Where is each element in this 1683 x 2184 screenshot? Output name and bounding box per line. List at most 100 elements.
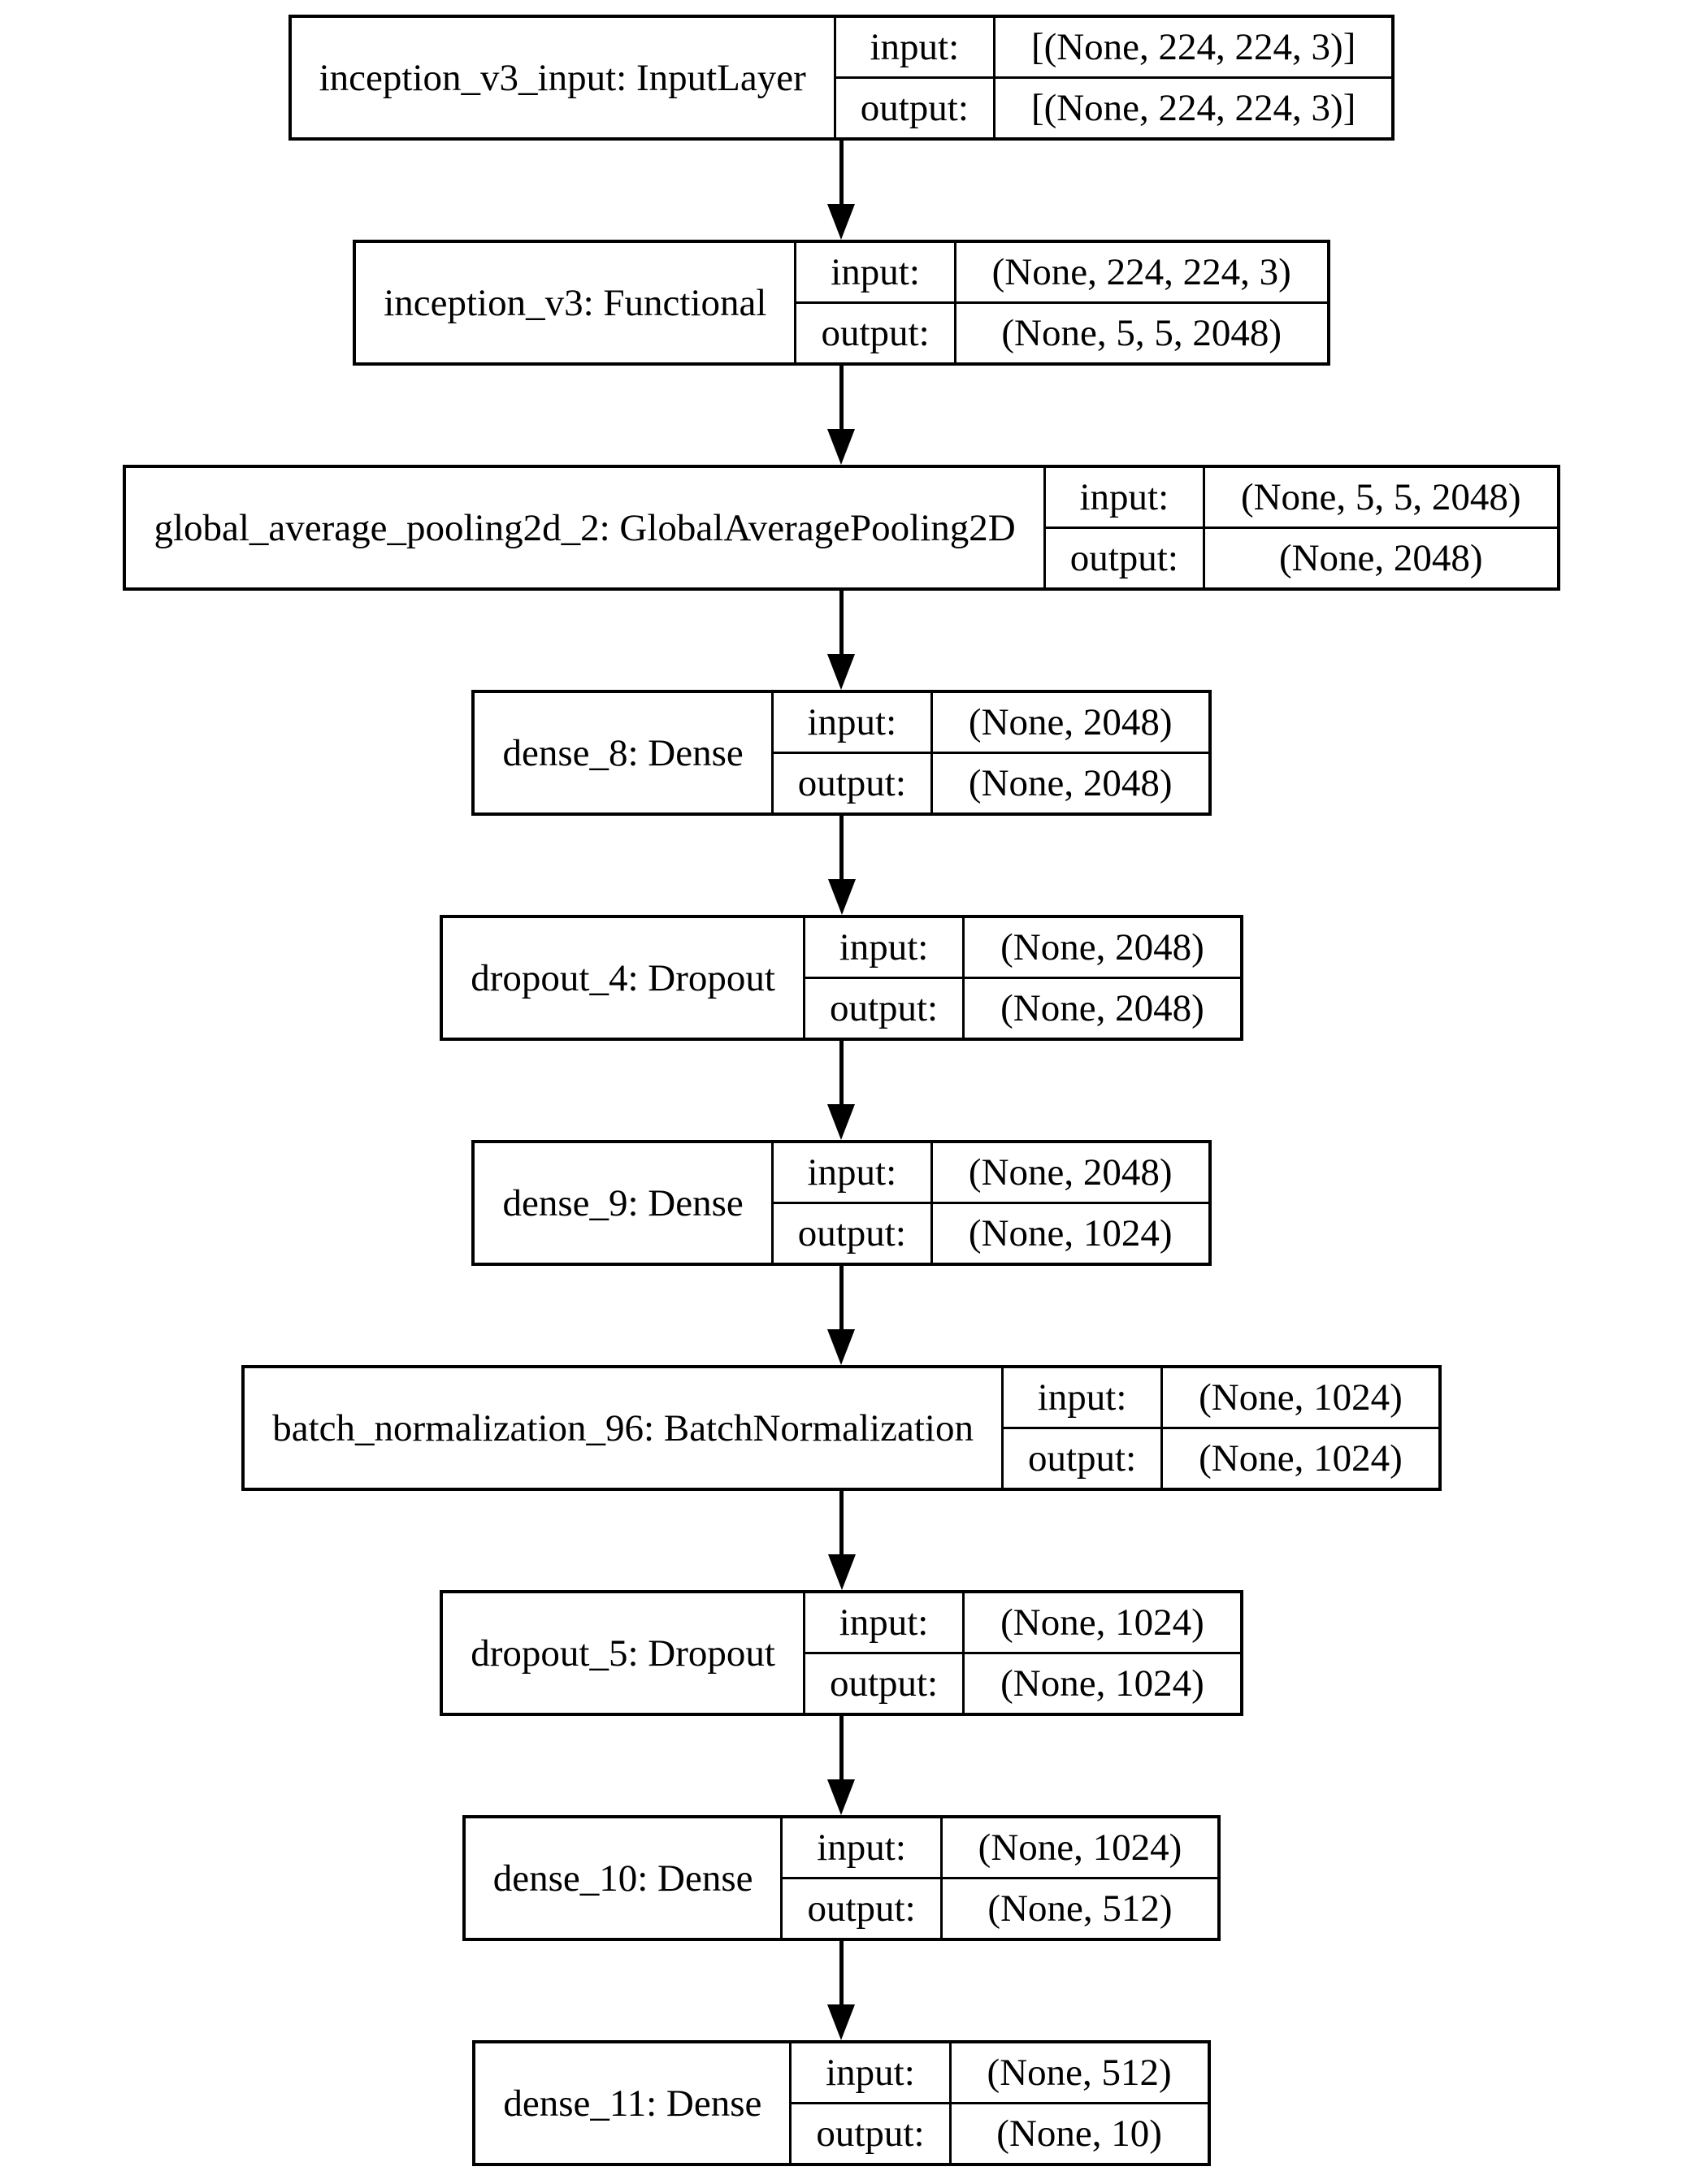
- layer-node: dropout_5: Dropout input: output: (None,…: [440, 1590, 1243, 1716]
- flow-arrow: [471, 1041, 1211, 1140]
- input-shape: (None, 224, 224, 3): [956, 243, 1327, 304]
- layer-wrap: dense_9: Dense input: output: (None, 204…: [471, 1041, 1212, 1266]
- output-label: output:: [797, 1212, 906, 1254]
- output-shape: (None, 2048): [1000, 987, 1204, 1029]
- output-shape: (None, 1024): [1000, 1662, 1204, 1705]
- output-shape: (None, 1024): [968, 1212, 1173, 1254]
- io-label-column: input: output:: [770, 693, 933, 812]
- flow-arrow: [472, 1941, 1210, 2040]
- layer-node: batch_normalization_96: BatchNormalizati…: [241, 1365, 1442, 1491]
- output-shape: (None, 10): [996, 2112, 1162, 2155]
- io-value-column: (None, 2048) (None, 1024): [932, 1143, 1208, 1263]
- layer-wrap: inception_v3: Functional input: output: …: [353, 141, 1330, 366]
- output-shape: (None, 5, 5, 2048): [1001, 312, 1282, 354]
- layer-name: dense_9: Dense: [502, 1181, 744, 1224]
- output-label: output:: [829, 1662, 939, 1705]
- io-value-column: (None, 224, 224, 3) (None, 5, 5, 2048): [956, 243, 1327, 362]
- output-label: output:: [1027, 1437, 1137, 1480]
- output-shape: [(None, 224, 224, 3)]: [1030, 87, 1356, 129]
- flow-arrow: [471, 591, 1211, 690]
- arrow-line: [839, 1491, 844, 1555]
- io-value-column: (None, 1024) (None, 512): [942, 1818, 1218, 1938]
- layer-name: dropout_4: Dropout: [471, 956, 775, 999]
- input-shape: (None, 1024): [965, 1593, 1240, 1654]
- io-label-column: input: output:: [802, 1593, 965, 1713]
- input-shape: (None, 2048): [932, 693, 1208, 754]
- flow-arrow: [241, 1266, 1442, 1365]
- output-shape: (None, 1024): [1199, 1437, 1403, 1480]
- input-shape: [(None, 224, 224, 3)]: [995, 18, 1392, 79]
- arrow-line: [839, 1941, 844, 2005]
- input-shape: (None, 2048): [932, 1143, 1208, 1204]
- flow-arrow: [462, 1716, 1221, 1815]
- output-label: output:: [807, 1887, 916, 1930]
- layer-name: global_average_pooling2d_2: GlobalAverag…: [154, 506, 1016, 549]
- io-label-column: input: output:: [794, 243, 956, 362]
- layer-node: dense_10: Dense input: output: (None, 10…: [462, 1815, 1221, 1941]
- input-shape: (None, 5, 5, 2048): [1204, 468, 1557, 529]
- input-label: input:: [805, 1593, 963, 1654]
- layer-wrap: global_average_pooling2d_2: GlobalAverag…: [123, 366, 1560, 591]
- arrow-head-icon: [827, 654, 856, 690]
- io-value-column: (None, 5, 5, 2048) (None, 2048): [1204, 468, 1557, 587]
- arrow-line: [839, 366, 844, 430]
- flow-arrow: [353, 141, 1330, 240]
- layer-name: inception_v3: Functional: [384, 281, 767, 324]
- io-label-column: input: output:: [770, 1143, 933, 1263]
- io-value-column: [(None, 224, 224, 3)] [(None, 224, 224, …: [995, 18, 1392, 137]
- input-shape: (None, 1024): [942, 1818, 1218, 1879]
- layer-node: dense_8: Dense input: output: (None, 204…: [471, 690, 1212, 816]
- output-shape: (None, 512): [987, 1887, 1173, 1930]
- layer-node: dropout_4: Dropout input: output: (None,…: [440, 915, 1243, 1041]
- arrow-head-icon: [827, 2004, 856, 2040]
- input-label: input:: [773, 693, 930, 754]
- layer-name: dense_11: Dense: [503, 2082, 762, 2125]
- io-label-column: input: output:: [1043, 468, 1205, 587]
- flow-arrow: [440, 1491, 1243, 1590]
- layer-wrap: dense_10: Dense input: output: (None, 10…: [462, 1716, 1221, 1941]
- layer-node: dense_11: Dense input: output: (None, 51…: [472, 2040, 1211, 2166]
- layer-node: global_average_pooling2d_2: GlobalAverag…: [123, 465, 1560, 591]
- input-label: input:: [805, 918, 963, 979]
- layer-name: batch_normalization_96: BatchNormalizati…: [272, 1406, 974, 1450]
- io-value-column: (None, 1024) (None, 1024): [965, 1593, 1240, 1713]
- arrow-head-icon: [827, 204, 856, 240]
- io-label-column: input: output:: [789, 2043, 952, 2163]
- input-label: input:: [773, 1143, 930, 1204]
- arrow-line: [839, 816, 844, 880]
- io-label-column: input: output:: [780, 1818, 943, 1938]
- output-label: output:: [829, 987, 939, 1029]
- layer-name: dense_10: Dense: [492, 1857, 753, 1900]
- arrow-line: [839, 141, 844, 205]
- input-label: input:: [792, 2043, 949, 2104]
- layer-name: dropout_5: Dropout: [471, 1632, 775, 1675]
- input-shape: (None, 1024): [1163, 1368, 1438, 1429]
- layer-wrap: dropout_4: Dropout input: output: (None,…: [440, 816, 1243, 1041]
- layer-wrap: inception_v3_input: InputLayer input: ou…: [288, 15, 1395, 141]
- input-shape: (None, 512): [951, 2043, 1208, 2104]
- io-label-column: input: output:: [833, 18, 995, 137]
- arrow-head-icon: [827, 879, 856, 915]
- output-label: output:: [860, 87, 969, 129]
- output-label: output:: [821, 312, 930, 354]
- arrow-head-icon: [827, 1329, 856, 1365]
- layer-node: inception_v3: Functional input: output: …: [353, 240, 1330, 366]
- input-label: input:: [1045, 468, 1203, 529]
- layer-wrap: dense_11: Dense input: output: (None, 51…: [472, 1941, 1211, 2166]
- layer-name: inception_v3_input: InputLayer: [319, 56, 806, 99]
- arrow-line: [839, 1266, 844, 1330]
- input-label: input:: [835, 18, 993, 79]
- output-shape: (None, 2048): [968, 762, 1173, 804]
- layer-wrap: dense_8: Dense input: output: (None, 204…: [471, 591, 1212, 816]
- io-label-column: input: output:: [1000, 1368, 1164, 1488]
- arrow-line: [839, 591, 844, 655]
- layer-wrap: batch_normalization_96: BatchNormalizati…: [241, 1266, 1442, 1491]
- arrow-head-icon: [827, 429, 856, 465]
- io-value-column: (None, 1024) (None, 1024): [1163, 1368, 1438, 1488]
- output-label: output:: [797, 762, 906, 804]
- flow-arrow: [123, 366, 1559, 465]
- flow-arrow: [440, 816, 1243, 915]
- input-label: input:: [783, 1818, 940, 1879]
- input-label: input:: [796, 243, 954, 304]
